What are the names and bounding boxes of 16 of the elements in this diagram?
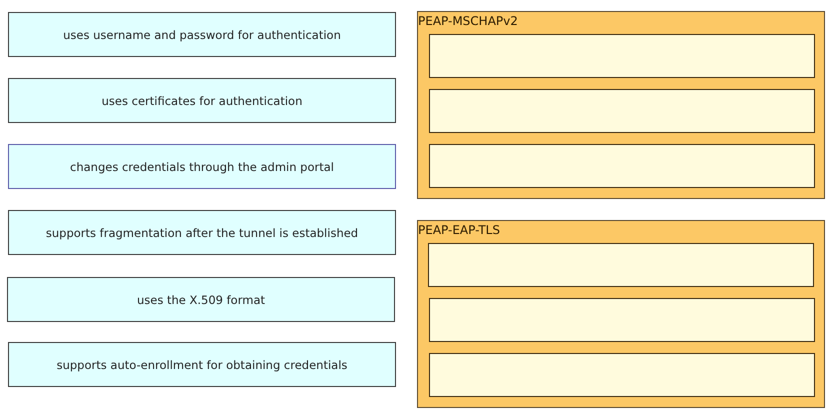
option-card: uses certificates for authentication [8, 78, 396, 123]
answer-box [429, 298, 815, 342]
panel-title: PEAP-MSCHAPv2 [418, 14, 518, 28]
answer-box [429, 353, 815, 397]
category-panel [417, 220, 825, 408]
answer-box [428, 243, 814, 287]
option-card: uses the X.509 format [7, 277, 395, 322]
category-panel [417, 11, 825, 199]
option-card: supports fragmentation after the tunnel is established [8, 210, 396, 255]
option-card: changes credentials through the admin portal [8, 144, 396, 189]
answer-box [429, 144, 815, 188]
option-card: supports auto-enrollment for obtaining credentials [8, 342, 396, 387]
answer-box [429, 34, 815, 78]
panel-title: PEAP-EAP-TLS [418, 223, 500, 237]
answer-box [429, 89, 815, 133]
option-card: uses username and password for authentication [8, 12, 396, 57]
